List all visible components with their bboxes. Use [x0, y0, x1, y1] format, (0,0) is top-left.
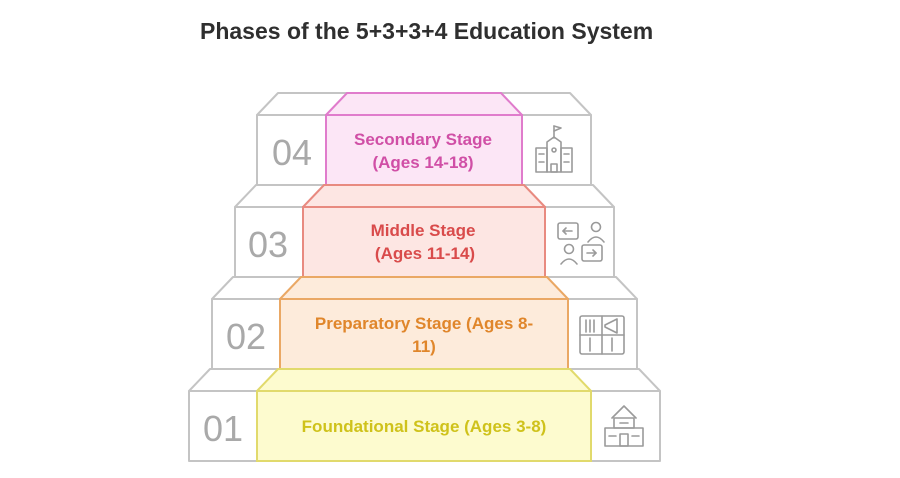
stage-panel-04	[325, 114, 523, 186]
step-number-02: 02	[226, 316, 266, 357]
stage-panel-01	[256, 390, 592, 462]
stage-panel-top-03	[302, 184, 546, 208]
house-icon	[604, 405, 644, 447]
stage-panel-03	[302, 206, 546, 278]
stage-label-04-line1: Secondary Stage	[354, 130, 492, 149]
step-number-04: 04	[272, 132, 312, 173]
stage-label-02-line2: 11)	[412, 337, 436, 356]
step-number-01: 01	[203, 408, 243, 449]
stage-label-04-line2: (Ages 14-18)	[372, 153, 473, 172]
stage-panel-top-01	[256, 368, 592, 392]
stage-panel-02	[279, 298, 569, 370]
stage-label-03-line2: (Ages 11-14)	[375, 244, 475, 263]
stage-panel-top-04	[325, 92, 523, 116]
stage-label-03-line1: Middle Stage	[371, 221, 476, 240]
classroom-board-icon	[579, 315, 625, 355]
diagram-title: Phases of the 5+3+3+4 Education System	[200, 18, 654, 44]
stage-label-02-line1: Preparatory Stage (Ages 8-	[315, 314, 533, 333]
school-building-icon	[535, 125, 573, 173]
stage-panel-top-02	[279, 276, 569, 300]
discussion-icon	[557, 221, 605, 265]
step-number-03: 03	[248, 224, 288, 265]
stage-label-01-line1: Foundational Stage (Ages 3-8)	[302, 417, 547, 436]
